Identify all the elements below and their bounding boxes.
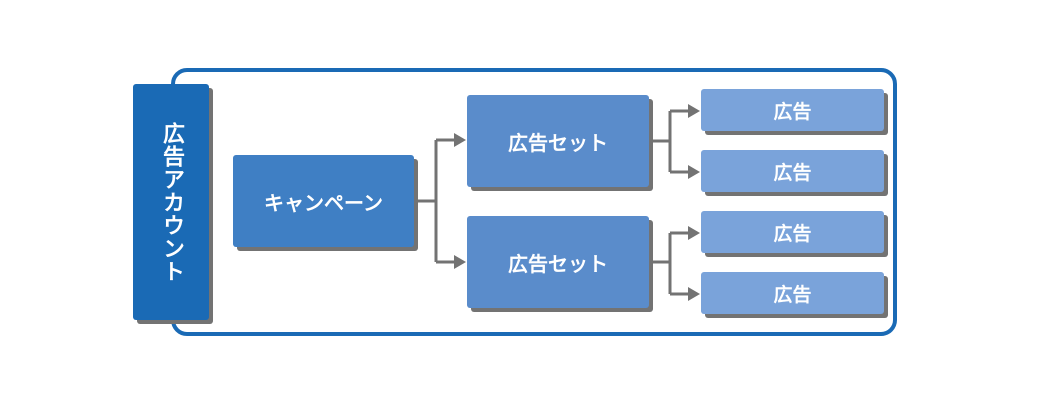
ad-account-box: 広告アカウント [133, 84, 209, 320]
ad-label: 広告 [773, 222, 812, 245]
ad-box: 広告 [701, 89, 884, 131]
campaign-box: キャンペーン [233, 155, 414, 247]
ad-set-label: 広告セット [508, 251, 608, 276]
ad-label: 広告 [773, 100, 812, 123]
ad-set-box: 広告セット [467, 95, 649, 187]
campaign-label: キャンペーン [264, 190, 383, 215]
ad-set-label: 広告セット [508, 130, 608, 155]
ad-account-label: 広告アカウント [159, 121, 184, 283]
ad-box: 広告 [701, 272, 884, 314]
ad-box: 広告 [701, 211, 884, 253]
ad-label: 広告 [773, 161, 812, 184]
ad-label: 広告 [773, 283, 812, 306]
ad-set-box: 広告セット [467, 216, 649, 308]
ad-box: 広告 [701, 150, 884, 192]
